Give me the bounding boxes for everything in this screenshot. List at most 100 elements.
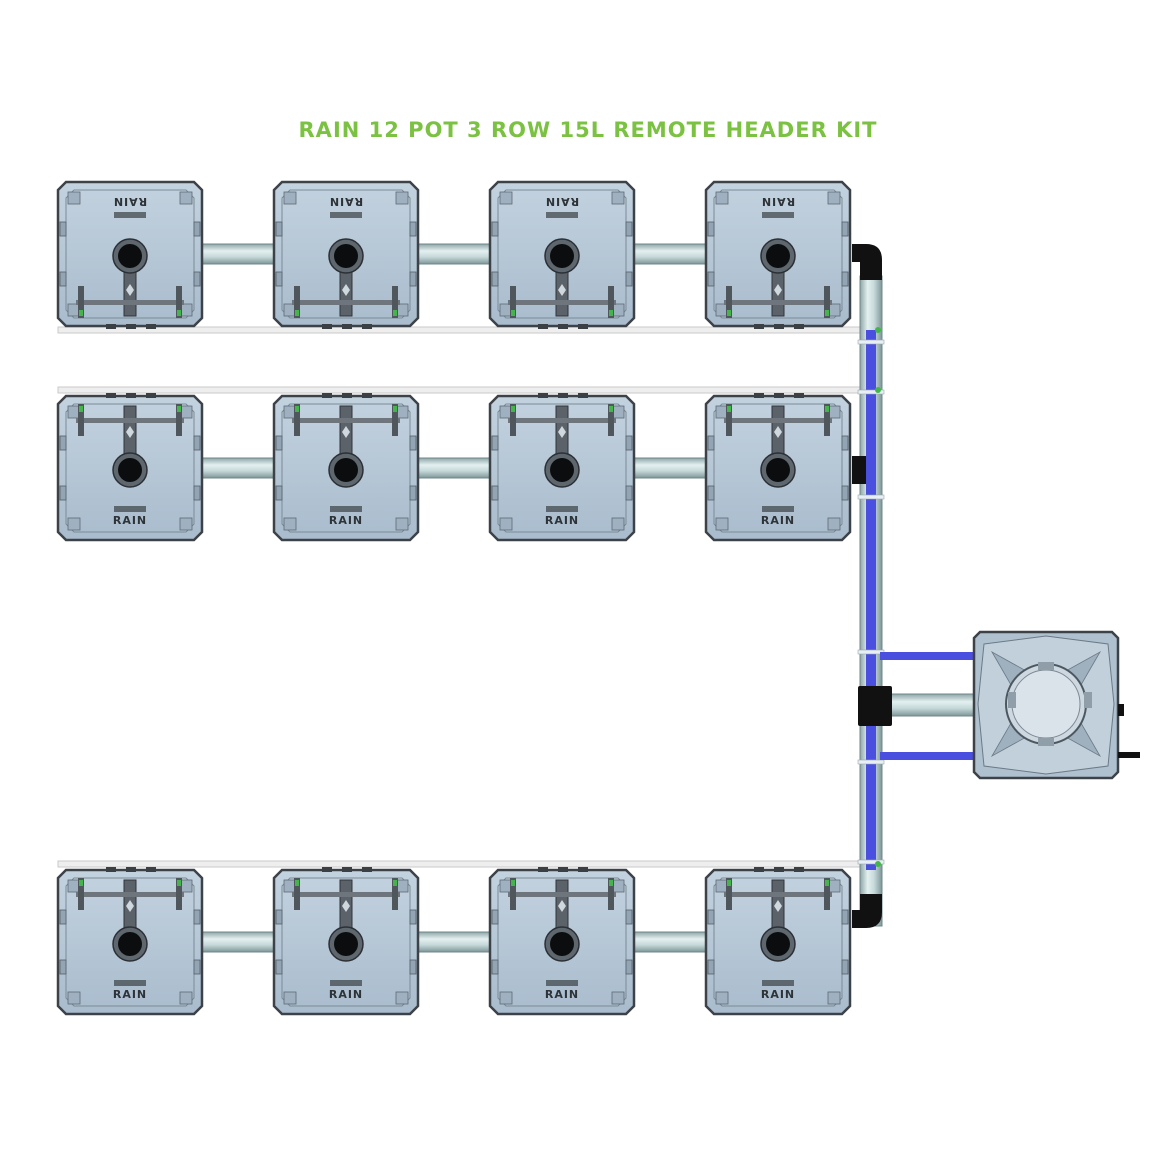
pot-notch — [538, 867, 548, 872]
top-elbow-fitting — [852, 244, 882, 280]
pot-stem-marker — [558, 900, 566, 912]
pot-side-tab — [841, 959, 849, 975]
pot-brand-label: RAIN — [329, 195, 363, 208]
header-tank-layer — [972, 630, 1140, 780]
pot-side-tab — [491, 909, 499, 925]
pot-side-tab — [625, 435, 633, 451]
pot-stem-marker — [126, 426, 134, 438]
pot-notch — [578, 324, 588, 329]
pot-corner-block — [179, 517, 193, 531]
feed-line-upper — [880, 652, 976, 660]
rain-pot: RAIN — [704, 393, 852, 542]
pot-brand-label: RAIN — [545, 988, 579, 1001]
pot-clip — [609, 880, 613, 886]
feed-line — [866, 330, 876, 870]
pot-notch — [774, 393, 784, 398]
pot-clip — [177, 406, 181, 412]
pot-outlet-hole — [766, 458, 790, 482]
pot-side-tab — [59, 271, 67, 287]
pot-rail — [608, 404, 614, 436]
pot-rail — [510, 404, 516, 436]
pot-brand-label: RAIN — [113, 195, 147, 208]
pot-side-tab — [409, 221, 417, 237]
pot-side-tab — [707, 959, 715, 975]
pot-notch — [322, 324, 332, 329]
pot-crossbar — [724, 300, 832, 305]
pot-notch — [794, 867, 804, 872]
pot-clip — [295, 880, 299, 886]
pot-crossbar — [76, 418, 184, 423]
pot-corner-block — [395, 191, 409, 205]
pot-notch — [754, 324, 764, 329]
pot-side-tab — [275, 909, 283, 925]
pot-notch — [322, 867, 332, 872]
pot-side-tab — [841, 435, 849, 451]
pot-corner-block — [179, 191, 193, 205]
pot-corner-block — [715, 517, 729, 531]
pot-notch — [322, 393, 332, 398]
bottom-elbow-fitting — [852, 894, 882, 928]
pot-clip — [511, 310, 515, 316]
pot-notch — [754, 867, 764, 872]
pot-notch — [342, 867, 352, 872]
pot-side-tab — [59, 485, 67, 501]
pot-notch — [578, 393, 588, 398]
pot-notch — [558, 867, 568, 872]
pot-stem-marker — [342, 900, 350, 912]
junction-clip — [875, 327, 881, 333]
pot-crossbar — [76, 892, 184, 897]
pot-clip — [609, 406, 613, 412]
pot-logo-mark — [114, 980, 146, 986]
pot-outlet-hole — [118, 458, 142, 482]
pot-corner-block — [499, 991, 513, 1005]
pot-clip — [727, 406, 731, 412]
pot-brand-label: RAIN — [545, 195, 579, 208]
junction-clip — [875, 387, 881, 393]
pot-outlet-hole — [766, 244, 790, 268]
pot-rail — [824, 404, 830, 436]
pot-corner-block — [827, 517, 841, 531]
pot-notch — [558, 324, 568, 329]
pot-side-tab — [59, 959, 67, 975]
pot-corner-block — [499, 191, 513, 205]
pot-clip — [393, 880, 397, 886]
pot-logo-mark — [762, 980, 794, 986]
spine-band — [857, 759, 885, 765]
pot-side-tab — [59, 909, 67, 925]
pot-brand-label: RAIN — [761, 195, 795, 208]
pot-notch — [538, 324, 548, 329]
pot-stem-marker — [342, 284, 350, 296]
pot-notch — [126, 393, 136, 398]
pot-rail — [294, 404, 300, 436]
pot-side-tab — [841, 909, 849, 925]
pot-corner-block — [715, 191, 729, 205]
pot-side-tab — [193, 435, 201, 451]
pot-notch — [538, 393, 548, 398]
pot-side-tab — [841, 221, 849, 237]
pot-outlet-hole — [334, 458, 358, 482]
spine-band — [857, 494, 885, 500]
pot-crossbar — [292, 892, 400, 897]
pot-brand-label: RAIN — [113, 514, 147, 527]
pot-outlet-hole — [550, 458, 574, 482]
pot-side-tab — [491, 271, 499, 287]
rain-pot: RAIN — [488, 393, 636, 542]
pot-clip — [393, 310, 397, 316]
pot-stem-marker — [774, 900, 782, 912]
rain-pot: RAIN — [56, 867, 204, 1016]
pot-side-tab — [193, 909, 201, 925]
header-tank-cap-inner — [1011, 669, 1081, 739]
pot-clip — [825, 406, 829, 412]
feed-line-lower — [880, 752, 976, 760]
pot-outlet-hole — [118, 932, 142, 956]
junction-clip — [875, 861, 881, 867]
pot-side-tab — [491, 485, 499, 501]
pot-corner-block — [179, 991, 193, 1005]
pot-logo-mark — [762, 506, 794, 512]
pot-side-tab — [409, 435, 417, 451]
pot-side-tab — [625, 271, 633, 287]
pot-notch — [362, 324, 372, 329]
pot-rail — [726, 404, 732, 436]
pot-rail — [294, 878, 300, 910]
